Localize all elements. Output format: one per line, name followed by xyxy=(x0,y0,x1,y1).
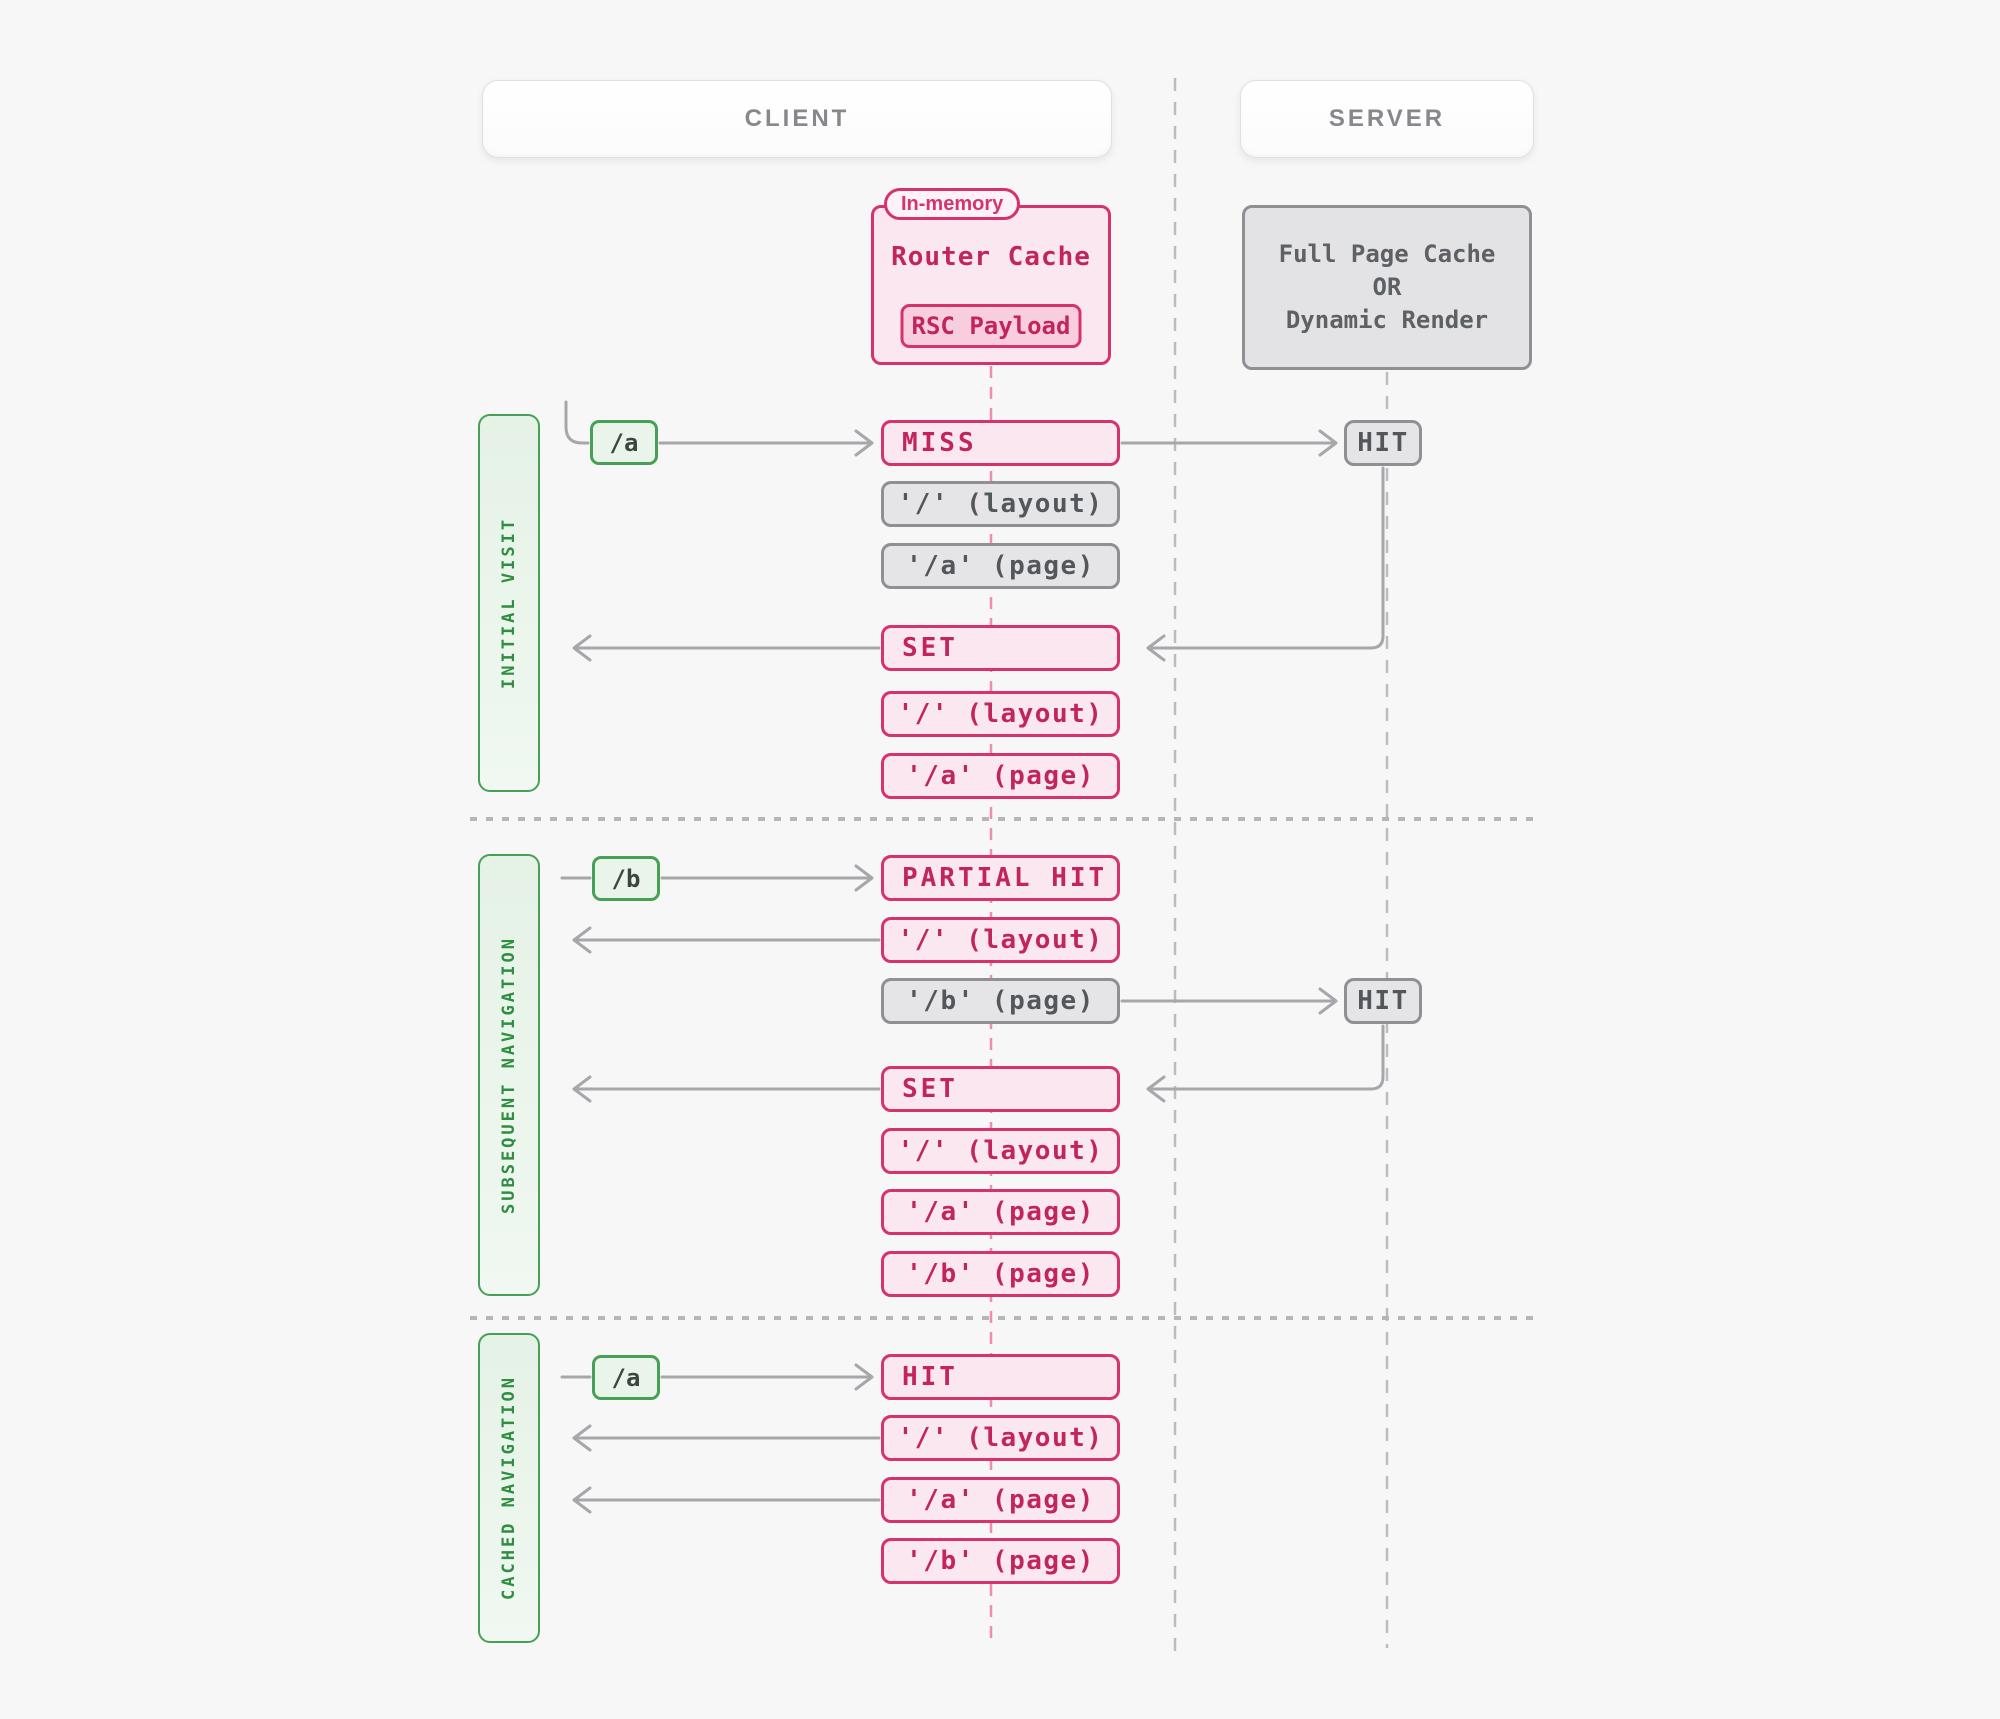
section-label-subsequent-navigation: SUBSEQUENT NAVIGATION xyxy=(478,854,540,1296)
arrow-server-hit-to-set-1 xyxy=(1146,466,1385,662)
set-item-page-b-2: '/b' (page) xyxy=(881,1251,1120,1297)
status-box-partial-hit: PARTIAL HIT xyxy=(881,855,1120,901)
set-item-page-a-2: '/a' (page) xyxy=(881,1189,1120,1235)
set-item-layout-1: '/' (layout) xyxy=(881,691,1120,737)
server-cache-line: Full Page Cache xyxy=(1278,239,1496,268)
full-page-cache-box: Full Page Cache OR Dynamic Render xyxy=(1242,205,1532,370)
request-item-layout: '/' (layout) xyxy=(881,481,1120,527)
arrow-set-1-to-client xyxy=(572,634,881,662)
status-box-set-1: SET xyxy=(881,625,1120,671)
section-label-cached-navigation: CACHED NAVIGATION xyxy=(478,1333,540,1643)
route-a-entry-curve xyxy=(564,400,590,445)
arrow-server-hit-to-set-2 xyxy=(1146,1024,1385,1103)
arrow-route-a-to-cache-hit xyxy=(660,1363,874,1391)
server-cache-line: Dynamic Render xyxy=(1285,306,1489,335)
server-column-header: SERVER xyxy=(1240,80,1534,158)
arrow-page-b-to-server-hit xyxy=(1120,987,1338,1015)
route-chip-b: /b xyxy=(592,856,660,901)
set-item-layout-2: '/' (layout) xyxy=(881,1128,1120,1174)
router-cache-box: Router Cache RSC Payload xyxy=(871,205,1111,365)
client-column-header: CLIENT xyxy=(482,80,1112,158)
status-box-set-2: SET xyxy=(881,1066,1120,1112)
arrow-page-a-hit-to-client xyxy=(572,1486,881,1514)
server-cache-line: OR xyxy=(1372,272,1402,301)
arrow-route-a-to-miss xyxy=(658,429,874,457)
status-box-cache-hit: HIT xyxy=(881,1354,1120,1400)
request-item-page-b: '/b' (page) xyxy=(881,978,1120,1024)
arrow-set-2-to-client xyxy=(572,1075,881,1103)
arrow-miss-to-server-hit xyxy=(1120,429,1338,457)
arrow-layout-cached-to-client xyxy=(572,926,881,954)
cached-item-layout: '/' (layout) xyxy=(881,917,1120,963)
cache-item-page-b: '/b' (page) xyxy=(881,1538,1120,1584)
server-hit-box-2: HIT xyxy=(1344,978,1422,1024)
cache-hit-item-layout: '/' (layout) xyxy=(881,1415,1120,1461)
set-item-page-a-1: '/a' (page) xyxy=(881,753,1120,799)
rsc-payload-chip: RSC Payload xyxy=(900,304,1082,348)
route-chip-a: /a xyxy=(590,420,658,465)
request-item-page-a: '/a' (page) xyxy=(881,543,1120,589)
arrow-layout-hit-to-client xyxy=(572,1424,881,1452)
status-box-miss: MISS xyxy=(881,420,1120,466)
server-hit-box-1: HIT xyxy=(1344,420,1422,466)
arrow-route-b-to-partial-hit xyxy=(660,864,874,892)
section-label-initial-visit: INITIAL VISIT xyxy=(478,414,540,792)
cache-hit-item-page-a: '/a' (page) xyxy=(881,1477,1120,1523)
in-memory-tag: In-memory xyxy=(884,188,1021,220)
router-cache-title: Router Cache xyxy=(891,242,1091,272)
route-chip-a-cached: /a xyxy=(592,1355,660,1400)
